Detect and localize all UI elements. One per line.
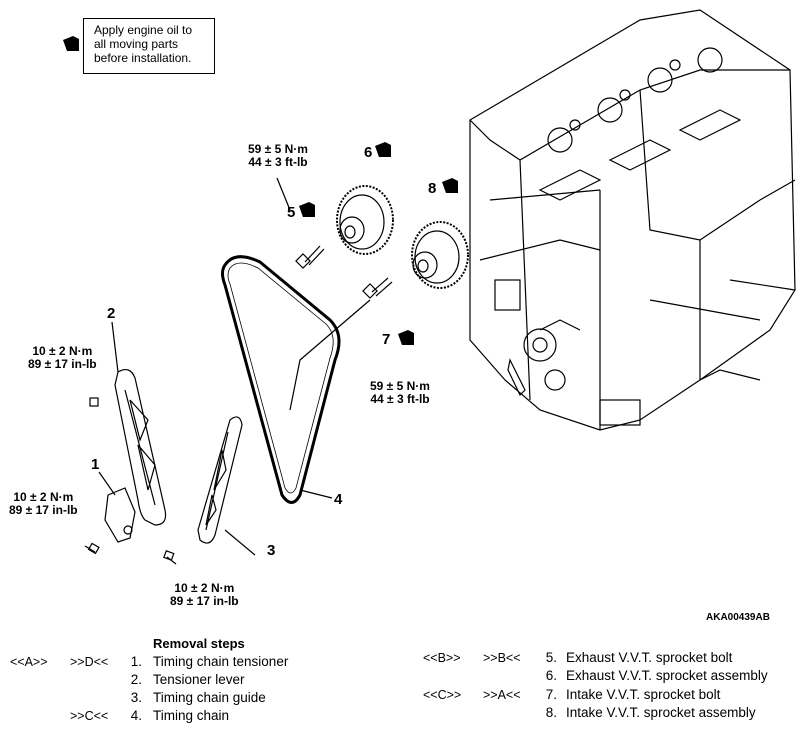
- oil-note-line2: all moving parts: [94, 37, 179, 51]
- step-number: 6.: [545, 668, 557, 683]
- step-number: 8.: [545, 705, 557, 720]
- removal-ref: >>B<<: [483, 651, 521, 665]
- step-number: 7.: [545, 687, 557, 702]
- bolt-7: [362, 277, 393, 299]
- torque-value: 59 ± 5 N·m: [370, 379, 430, 393]
- timing-chain-guide: [197, 416, 243, 544]
- intake-vvt-sprocket: [411, 221, 469, 289]
- torque-spec-bolt5: 59 ± 5 N·m 44 ± 3 ft-lb: [248, 143, 308, 169]
- oil-note-line3: before installation.: [94, 51, 192, 65]
- step-label: Intake V.V.T. sprocket assembly: [566, 705, 756, 720]
- torque-value: 10 ± 2 N·m: [32, 344, 93, 358]
- torque-spec-guide-bolt: 10 ± 2 N·m 89 ± 17 in-lb: [170, 582, 239, 608]
- callout-7: 7: [382, 331, 391, 348]
- install-ref: <<A>>: [10, 655, 48, 669]
- torque-spec-bolt7: 59 ± 5 N·m 44 ± 3 ft-lb: [370, 380, 430, 406]
- step-number: 2.: [130, 672, 142, 687]
- figure-id: AKA00439AB: [706, 612, 770, 623]
- torque-value: 10 ± 2 N·m: [13, 490, 74, 504]
- torque-value: 59 ± 5 N·m: [248, 142, 308, 156]
- torque-value-imperial: 89 ± 17 in-lb: [9, 503, 78, 517]
- step-label: Timing chain tensioner: [153, 654, 289, 669]
- step-number: 5.: [545, 650, 557, 665]
- bolt-5: [295, 245, 325, 269]
- oil-can-icons: [63, 36, 458, 345]
- step-label: Intake V.V.T. sprocket bolt: [566, 687, 721, 702]
- torque-spec-tensioner-bolt: 10 ± 2 N·m 89 ± 17 in-lb: [9, 491, 78, 517]
- callout-3: 3: [267, 542, 276, 559]
- oil-note-line1: Apply engine oil to: [94, 23, 193, 37]
- engine-block: [469, 9, 796, 431]
- step-number: 4.: [130, 708, 142, 723]
- removal-ref: >>A<<: [483, 688, 521, 702]
- oil-note: Apply engine oil to all moving parts bef…: [83, 18, 215, 74]
- removal-ref: >>D<<: [70, 655, 109, 669]
- torque-value: 10 ± 2 N·m: [174, 581, 235, 595]
- callout-2: 2: [107, 305, 116, 322]
- removal-steps-title: Removal steps: [153, 636, 245, 651]
- torque-spec-lever-bolt: 10 ± 2 N·m 89 ± 17 in-lb: [28, 345, 97, 371]
- callout-6: 6: [364, 144, 373, 161]
- removal-ref: >>C<<: [70, 709, 109, 723]
- step-number: 3.: [130, 690, 142, 705]
- callout-5: 5: [287, 204, 296, 221]
- torque-value-imperial: 89 ± 17 in-lb: [28, 357, 97, 371]
- callout-4: 4: [334, 491, 343, 508]
- tensioner-lever: [114, 368, 167, 526]
- step-number: 1.: [130, 654, 142, 669]
- torque-value-imperial: 89 ± 17 in-lb: [170, 594, 239, 608]
- install-ref: <<B>>: [423, 651, 461, 665]
- torque-value-imperial: 44 ± 3 ft-lb: [248, 155, 308, 169]
- timing-chain: [221, 255, 341, 504]
- torque-value-imperial: 44 ± 3 ft-lb: [370, 392, 430, 406]
- step-label: Timing chain guide: [153, 690, 266, 705]
- step-label: Tensioner lever: [153, 672, 245, 687]
- install-ref: <<C>>: [423, 688, 462, 702]
- exploded-diagram: [63, 9, 796, 565]
- step-label: Exhaust V.V.T. sprocket bolt: [566, 650, 733, 665]
- timing-chain-tensioner: [104, 487, 136, 543]
- bolt-small-1: [89, 397, 99, 407]
- step-label: Exhaust V.V.T. sprocket assembly: [566, 668, 768, 683]
- callout-1: 1: [91, 456, 100, 473]
- step-label: Timing chain: [153, 708, 230, 723]
- callout-8: 8: [428, 180, 437, 197]
- exhaust-vvt-sprocket: [336, 185, 394, 255]
